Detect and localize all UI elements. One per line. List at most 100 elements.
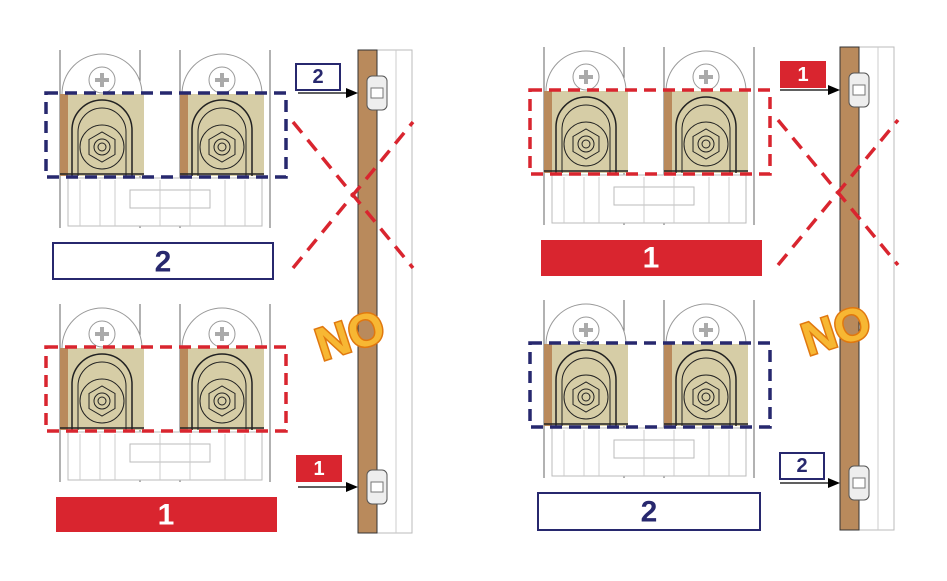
cross-line bbox=[291, 120, 415, 270]
cam bbox=[683, 121, 729, 167]
bolt-center bbox=[581, 139, 591, 149]
mechanism-arm bbox=[613, 186, 695, 206]
right-door-top-tag: 1 bbox=[797, 64, 808, 86]
cam bbox=[683, 374, 729, 420]
highlight-dashed-box bbox=[44, 91, 288, 179]
phillips-cross-icon bbox=[95, 73, 109, 87]
adjust-bracket bbox=[71, 99, 133, 176]
bolt-ring bbox=[213, 392, 231, 410]
cam bbox=[563, 374, 609, 420]
bolt-center bbox=[701, 139, 711, 149]
right-bottom-label: 2 bbox=[641, 496, 658, 529]
left-wrong-x-icon bbox=[291, 120, 415, 270]
left-bottom-hinge-group bbox=[44, 304, 288, 482]
cam bbox=[199, 378, 245, 424]
phillips-cross-icon bbox=[579, 323, 593, 337]
right-top-label: 1 bbox=[643, 242, 660, 275]
cam bbox=[79, 124, 125, 170]
left-door-top-tag: 2 bbox=[312, 66, 323, 88]
mechanism-arm bbox=[613, 439, 695, 459]
adjust-bracket bbox=[71, 353, 133, 430]
right-wrong-x-icon bbox=[776, 118, 900, 267]
bolt-center bbox=[581, 392, 591, 402]
wood-edge bbox=[664, 344, 672, 426]
hinge-center bbox=[370, 87, 384, 99]
door-frame bbox=[376, 49, 413, 534]
right-top-hinge-group bbox=[528, 47, 772, 225]
adjust-bracket-inner bbox=[197, 361, 247, 430]
hex-bolt-icon bbox=[208, 131, 236, 163]
adjust-bracket-inner bbox=[681, 357, 731, 426]
bolt-ring bbox=[93, 392, 111, 410]
right-bottom-label-box bbox=[537, 492, 761, 531]
highlight-dashed-box bbox=[44, 345, 288, 433]
phillips-cross-icon bbox=[699, 323, 713, 337]
bolt-center bbox=[701, 392, 711, 402]
left-door-bottom-tag: 1 bbox=[313, 458, 324, 480]
hinge-center bbox=[852, 477, 866, 489]
wood-edge bbox=[664, 91, 672, 173]
adjust-bracket-inner bbox=[77, 107, 127, 176]
right-door bbox=[780, 46, 895, 531]
left-top-hinge-group bbox=[44, 50, 288, 228]
wood-edge bbox=[180, 94, 188, 176]
arrow-head-icon bbox=[828, 478, 840, 488]
left-top-label: 2 bbox=[155, 246, 172, 279]
hinge-center bbox=[852, 84, 866, 96]
hex-bolt-icon bbox=[88, 385, 116, 417]
cam bbox=[563, 121, 609, 167]
adjust-bracket bbox=[555, 96, 617, 173]
bolt-center bbox=[217, 396, 227, 406]
mechanism-arm bbox=[129, 443, 211, 463]
adjust-bracket bbox=[555, 349, 617, 426]
adjust-bracket bbox=[191, 353, 253, 430]
bolt-ring bbox=[697, 388, 715, 406]
adjust-bracket-inner bbox=[561, 104, 611, 173]
hex-bolt-icon bbox=[692, 128, 720, 160]
wood-edge bbox=[60, 348, 68, 430]
bolt-ring bbox=[93, 138, 111, 156]
phillips-cross-icon bbox=[215, 73, 229, 87]
hex-bolt-icon bbox=[88, 131, 116, 163]
wood-edge bbox=[544, 91, 552, 173]
cam bbox=[79, 378, 125, 424]
phillips-cross-icon bbox=[215, 327, 229, 341]
arrow-head-icon bbox=[346, 482, 358, 492]
left-door-top-tag-box bbox=[295, 63, 341, 91]
phillips-cross-icon bbox=[95, 327, 109, 341]
bolt-ring bbox=[213, 138, 231, 156]
bolt-ring bbox=[697, 135, 715, 153]
wood-edge bbox=[60, 94, 68, 176]
bolt-center bbox=[97, 396, 107, 406]
door-edge bbox=[357, 49, 378, 534]
bolt-ring bbox=[577, 135, 595, 153]
left-door-bottom-tag-box bbox=[296, 455, 342, 482]
wood-edge bbox=[544, 344, 552, 426]
right-door-bottom-tag: 2 bbox=[796, 455, 807, 477]
cross-line bbox=[776, 118, 900, 267]
door-frame bbox=[858, 46, 895, 531]
phillips-cross-icon bbox=[699, 70, 713, 84]
hex-bolt-icon bbox=[572, 381, 600, 413]
bolt-center bbox=[217, 142, 227, 152]
arrow-head-icon bbox=[828, 85, 840, 95]
arrow-head-icon bbox=[346, 88, 358, 98]
cam bbox=[199, 124, 245, 170]
bolt-center bbox=[97, 142, 107, 152]
left-top-label-box bbox=[52, 242, 274, 280]
hex-bolt-icon bbox=[692, 381, 720, 413]
adjust-bracket bbox=[191, 99, 253, 176]
door-edge bbox=[839, 46, 860, 531]
phillips-cross-icon bbox=[579, 70, 593, 84]
adjust-bracket bbox=[675, 349, 737, 426]
adjust-bracket-inner bbox=[561, 357, 611, 426]
adjust-bracket bbox=[675, 96, 737, 173]
highlight-dashed-box bbox=[528, 88, 772, 176]
right-bottom-hinge-group bbox=[528, 300, 772, 478]
left-bottom-label-box bbox=[56, 497, 277, 532]
adjust-bracket-inner bbox=[681, 104, 731, 173]
right-door-top-tag-box bbox=[780, 61, 826, 88]
right-top-label-box bbox=[541, 240, 762, 276]
wood-edge bbox=[180, 348, 188, 430]
